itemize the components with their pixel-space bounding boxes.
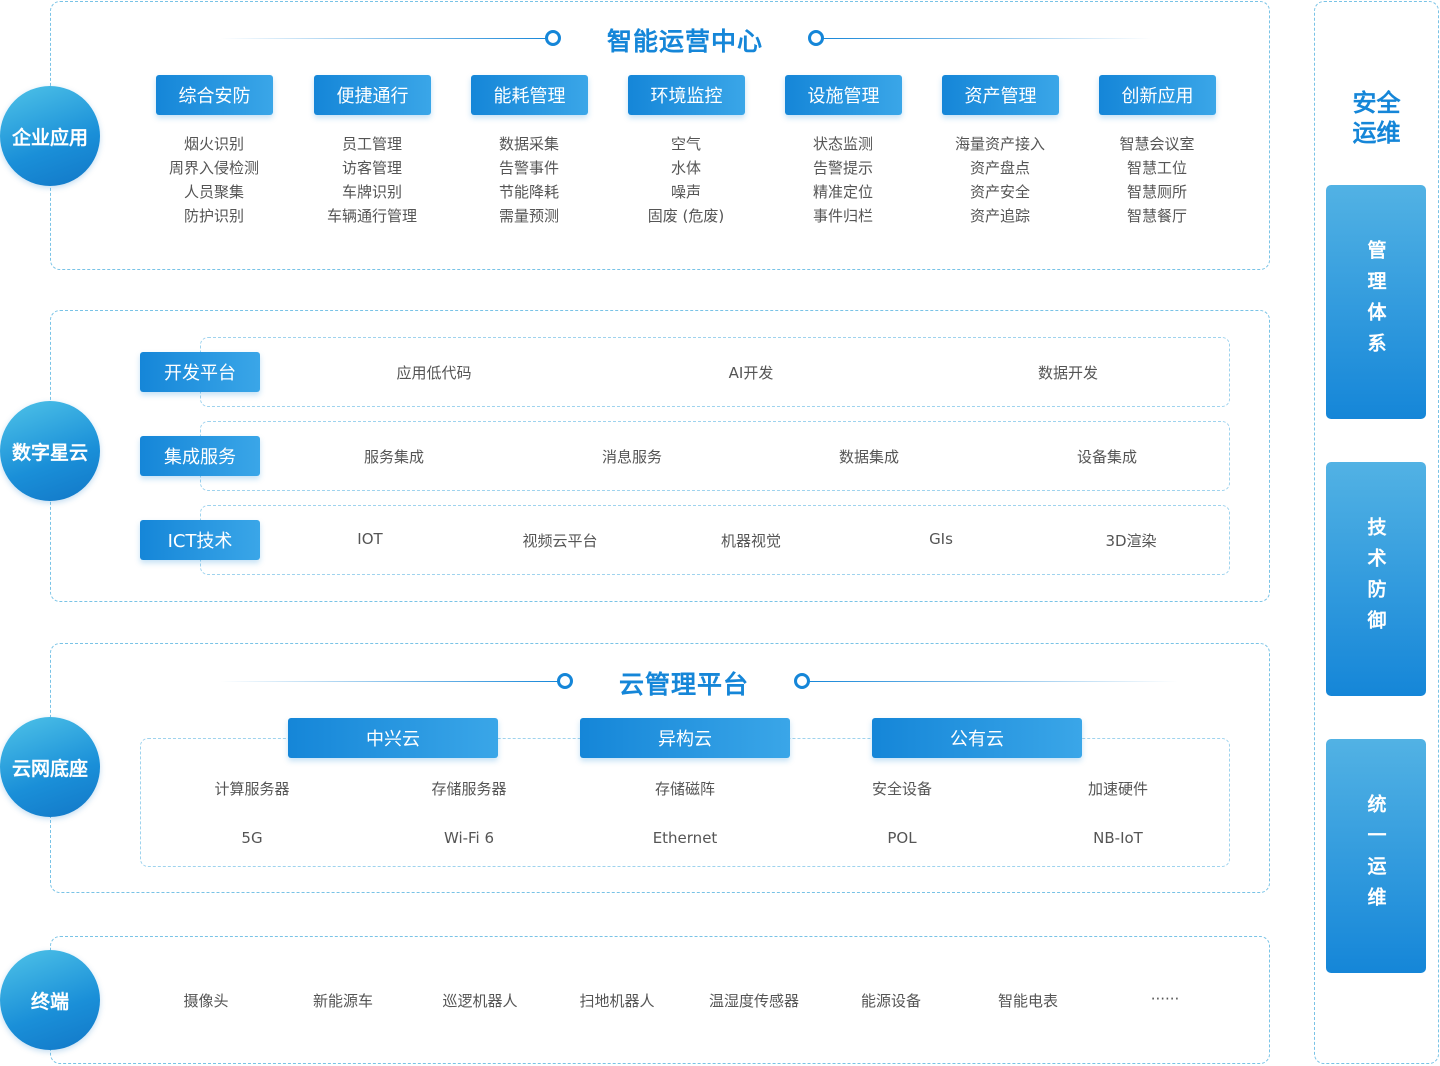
service-item: 3D渲染 (1105, 532, 1157, 550)
network-item: Ethernet (652, 829, 718, 847)
security-ops-block: 管理体系 (1326, 185, 1426, 419)
category-item-list: 智慧会议室智慧工位智慧厕所智慧餐厅 (1077, 132, 1237, 228)
category-item: 防护识别 (183, 207, 244, 225)
category-item-list: 烟火识别周界入侵检测人员聚集防护识别 (134, 132, 294, 228)
service-item: 视频云平台 (522, 532, 598, 550)
terminal-device: 智能电表 (997, 992, 1058, 1010)
layer-badge-digital: 数字星云 (0, 401, 100, 501)
title-deco-line-right (822, 38, 1152, 39)
category-button[interactable]: 创新应用 (1099, 75, 1216, 115)
service-item: 机器视觉 (720, 532, 781, 550)
infrastructure-item: 计算服务器 (214, 780, 290, 798)
service-item: 设备集成 (1076, 448, 1137, 466)
ops-center-title: 智能运营中心 (606, 27, 763, 56)
service-item: GIs (929, 530, 953, 548)
category-item: 智慧会议室 (1119, 135, 1195, 153)
security-ops-title: 安全 运维 (1352, 89, 1401, 147)
category-item: 水体 (670, 159, 701, 177)
category-item: 固废 (危废) (647, 207, 725, 225)
category-item: 空气 (670, 135, 701, 153)
title-deco-dot-left (545, 30, 561, 46)
category-item: 精准定位 (812, 183, 873, 201)
infrastructure-item: 加速硬件 (1087, 780, 1148, 798)
network-item: NB-IoT (1093, 829, 1143, 847)
category-item: 智慧厕所 (1126, 183, 1187, 201)
category-item-list: 员工管理访客管理车牌识别车辆通行管理 (292, 132, 452, 228)
category-item: 事件归栏 (812, 207, 873, 225)
network-item: POL (887, 829, 917, 847)
category-button[interactable]: 资产管理 (942, 75, 1059, 115)
infrastructure-item: 安全设备 (871, 780, 932, 798)
service-item: 服务集成 (363, 448, 424, 466)
category-item: 资产盘点 (969, 159, 1030, 177)
service-row-label[interactable]: ICT技术 (140, 520, 260, 560)
platform-deco-line-right (808, 681, 1178, 682)
category-button[interactable]: 设施管理 (785, 75, 902, 115)
category-item-list: 数据采集告警事件节能降耗需量预测 (449, 132, 609, 228)
terminal-device: ······ (1150, 990, 1180, 1008)
service-item: AI开发 (728, 364, 774, 382)
infrastructure-item: 存储磁阵 (654, 780, 715, 798)
category-item: 状态监测 (812, 135, 873, 153)
category-button[interactable]: 能耗管理 (471, 75, 588, 115)
terminal-device: 温湿度传感器 (708, 992, 799, 1010)
category-item: 员工管理 (341, 135, 402, 153)
security-ops-block-label: 技术防御 (1364, 517, 1387, 641)
service-item: 应用低代码 (396, 364, 472, 382)
category-item: 资产追踪 (969, 207, 1030, 225)
category-button[interactable]: 综合安防 (156, 75, 273, 115)
category-item: 噪声 (670, 183, 701, 201)
category-item: 数据采集 (498, 135, 559, 153)
category-item: 车辆通行管理 (326, 207, 417, 225)
category-item: 智慧工位 (1126, 159, 1187, 177)
category-item: 车牌识别 (341, 183, 402, 201)
service-row-label[interactable]: 集成服务 (140, 436, 260, 476)
category-item: 告警提示 (812, 159, 873, 177)
category-item-list: 海量资产接入资产盘点资产安全资产追踪 (920, 132, 1080, 228)
security-ops-block-label: 统一运维 (1364, 794, 1387, 918)
title-deco-line-left (220, 38, 550, 39)
category-item: 海量资产接入 (954, 135, 1045, 153)
layer-badge-terminal: 终端 (0, 950, 100, 1050)
category-button[interactable]: 环境监控 (628, 75, 745, 115)
terminal-device: 新能源车 (312, 992, 373, 1010)
terminal-device: 扫地机器人 (579, 992, 655, 1010)
terminal-device: 能源设备 (860, 992, 921, 1010)
security-ops-block-label: 管理体系 (1364, 240, 1387, 364)
category-item: 需量预测 (498, 207, 559, 225)
category-item: 资产安全 (969, 183, 1030, 201)
cloud-type-button[interactable]: 中兴云 (288, 718, 498, 758)
category-item: 周界入侵检测 (168, 159, 259, 177)
platform-deco-line-left (220, 681, 560, 682)
network-item: Wi-Fi 6 (443, 829, 495, 847)
category-item-list: 空气水体噪声固废 (危废) (606, 132, 766, 228)
category-item: 告警事件 (498, 159, 559, 177)
network-item: 5G (241, 829, 263, 847)
service-item: 消息服务 (601, 448, 662, 466)
platform-deco-dot-left (557, 673, 573, 689)
security-ops-panel (1314, 1, 1439, 1064)
security-ops-block: 技术防御 (1326, 462, 1426, 696)
category-item-list: 状态监测告警提示精准定位事件归栏 (763, 132, 923, 228)
infrastructure-item: 存储服务器 (431, 780, 507, 798)
layer-badge-cloud-base: 云网底座 (0, 717, 100, 817)
category-button[interactable]: 便捷通行 (314, 75, 431, 115)
layer-badge-enterprise: 企业应用 (0, 86, 100, 186)
terminal-device: 摄像头 (183, 992, 229, 1010)
cloud-type-button[interactable]: 公有云 (872, 718, 1082, 758)
security-ops-block: 统一运维 (1326, 739, 1426, 973)
category-item: 智慧餐厅 (1126, 207, 1187, 225)
terminal-device: 巡逻机器人 (442, 992, 518, 1010)
category-item: 访客管理 (341, 159, 402, 177)
category-item: 节能降耗 (498, 183, 559, 201)
service-row-label[interactable]: 开发平台 (140, 352, 260, 392)
category-item: 烟火识别 (183, 135, 244, 153)
service-item: IOT (357, 530, 383, 548)
category-item: 人员聚集 (183, 183, 244, 201)
cloud-type-button[interactable]: 异构云 (580, 718, 790, 758)
service-item: 数据集成 (838, 448, 899, 466)
service-item: 数据开发 (1037, 364, 1098, 382)
cloud-platform-title: 云管理平台 (618, 670, 749, 699)
